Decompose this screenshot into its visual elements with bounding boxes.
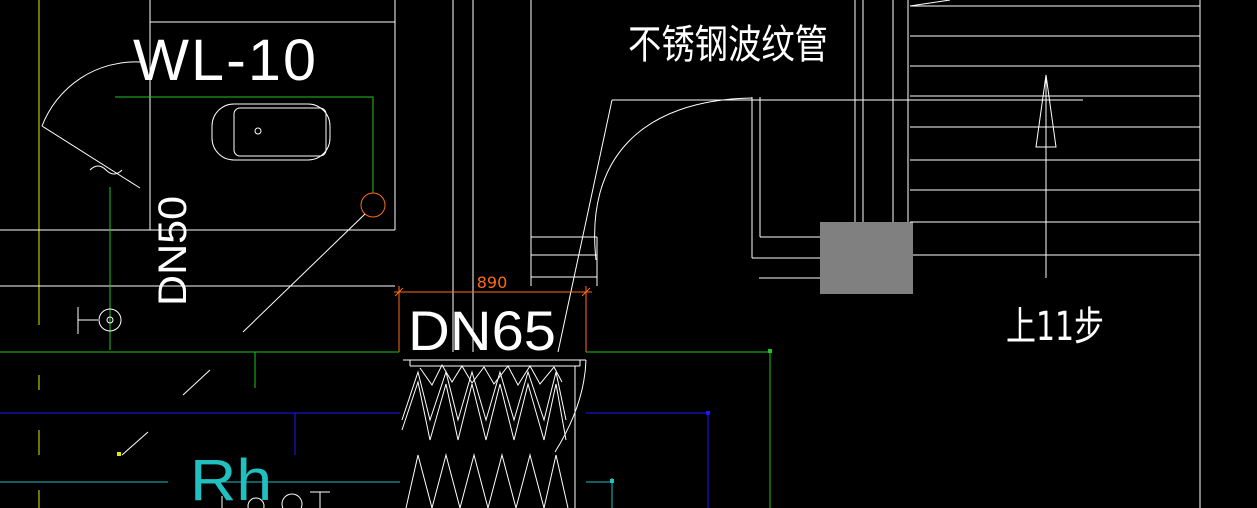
break-zigzag [401,363,569,508]
cyan-lines [0,478,613,508]
center-wall-lines [452,0,909,352]
main-pipe-size-label: DN65 [408,299,556,362]
drain-leader-line [242,213,366,333]
bottom-fixtures [221,491,330,508]
stair-treads [909,0,1201,508]
green-slab-edge [0,351,771,508]
equipment-block [820,222,913,294]
hose-note-label: 不锈钢波纹管 [628,22,828,68]
stair-note-label: 上11步 [1006,304,1104,350]
blue-wall-lines [0,412,709,508]
dimension-890 [394,286,592,352]
vertical-pipe-size-label: DN50 [151,196,195,306]
dimension-value-label: 890 [477,273,508,292]
door-swing [41,61,141,189]
blue-grip [706,411,710,415]
stair-direction-arrow [1035,74,1057,278]
bathroom-walls [0,0,396,287]
valve-symbol [77,307,122,334]
yellow-grip [117,452,121,456]
bathtub-fixture [211,103,331,161]
cyan-grip [610,479,614,483]
pipe-tag-label: WL-10 [133,28,318,93]
flexible-hose-curve [594,97,753,261]
slab-outline [121,359,586,508]
flexible-hose-curve-lower [554,359,587,453]
floor-drain-symbol [360,192,386,218]
hose-note-leader [557,99,1083,353]
green-grip [768,349,772,353]
